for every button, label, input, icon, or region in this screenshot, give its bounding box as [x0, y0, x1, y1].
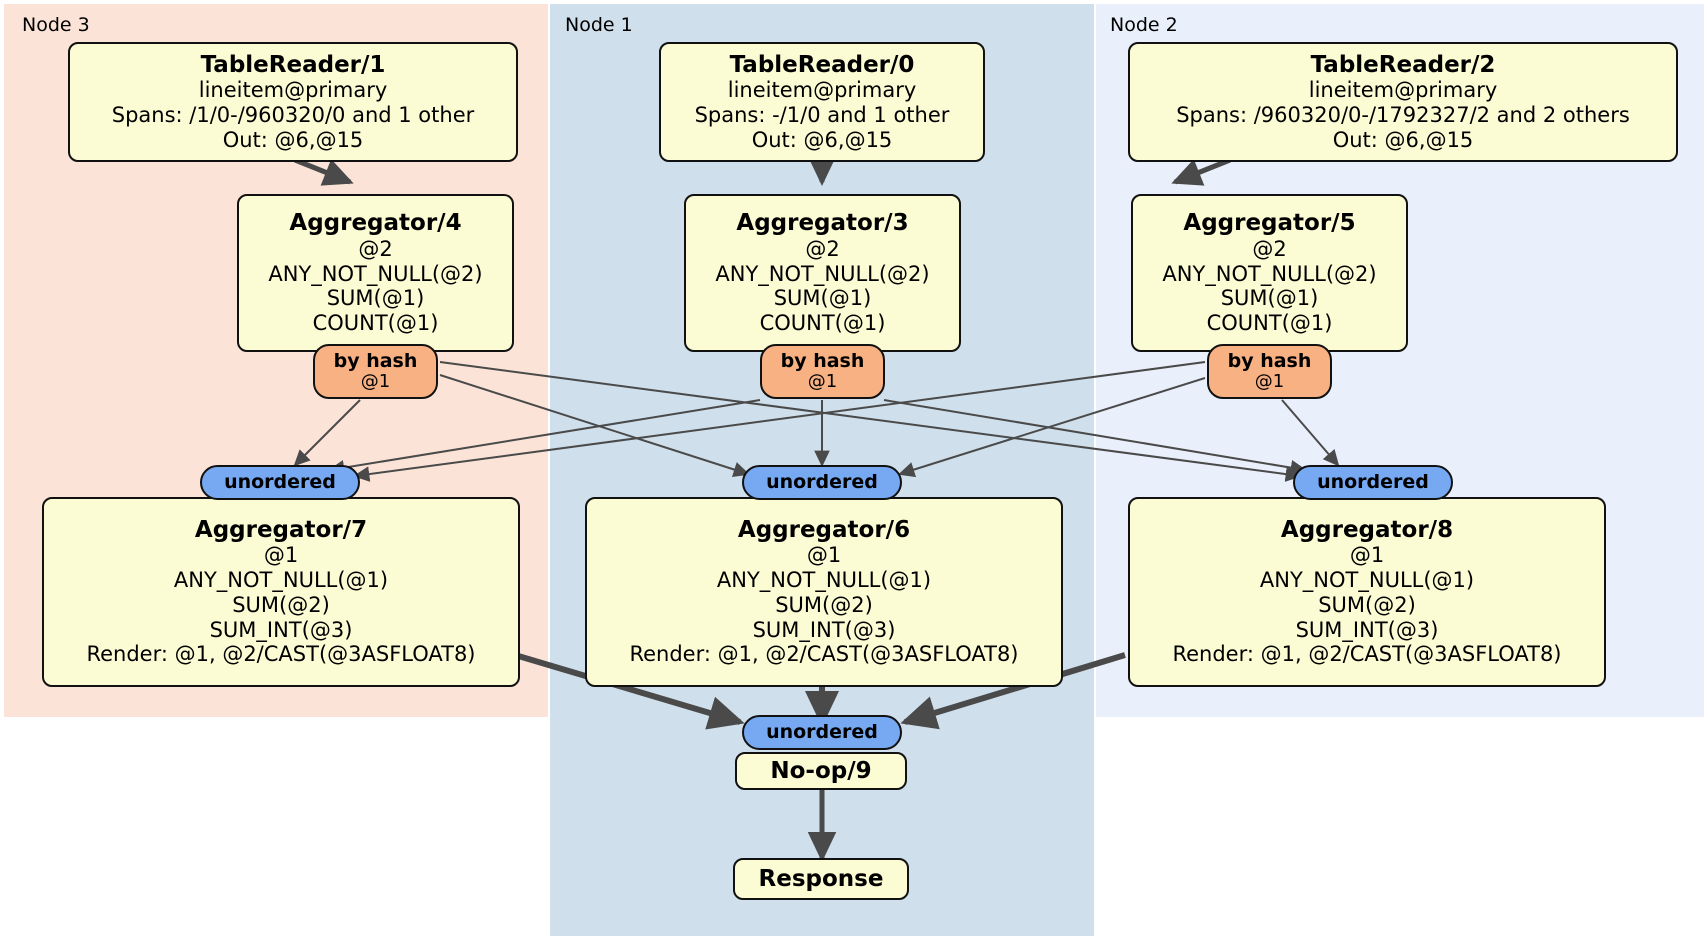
processor-title: TableReader/2 [1310, 51, 1496, 78]
processor-line: @2 [358, 236, 393, 261]
processor-line: SUM_INT(@3) [752, 617, 896, 642]
processor-table-reader-1[interactable]: TableReader/1 lineitem@primary Spans: /1… [68, 42, 518, 162]
processor-line: @1 [806, 543, 842, 568]
synchronizer-label: unordered [766, 720, 878, 743]
processor-title: Aggregator/3 [736, 210, 909, 237]
processor-line: SUM_INT(@3) [209, 617, 353, 642]
processor-line: lineitem@primary [198, 78, 388, 103]
processor-line: COUNT(@1) [312, 311, 439, 336]
synchronizer-unordered-mid[interactable]: unordered [742, 465, 902, 500]
router-detail: @1 [360, 371, 391, 393]
processor-line: lineitem@primary [727, 78, 917, 103]
processor-line: ANY_NOT_NULL(@2) [715, 261, 930, 286]
processor-line: Render: @1, @2/CAST(@3ASFLOAT8) [629, 642, 1019, 667]
processor-title: TableReader/1 [200, 51, 386, 78]
router-detail: @1 [807, 371, 838, 393]
synchronizer-label: unordered [1317, 470, 1429, 493]
node-label-node2: Node 2 [1110, 14, 1178, 36]
processor-title: Aggregator/4 [289, 210, 462, 237]
processor-title: Aggregator/5 [1183, 210, 1356, 237]
processor-line: Spans: /1/0-/960320/0 and 1 other [111, 102, 475, 127]
processor-line: Out: @6,@15 [222, 127, 364, 152]
processor-line: ANY_NOT_NULL(@1) [716, 568, 932, 593]
processor-line: lineitem@primary [1308, 78, 1498, 103]
processor-title: Aggregator/8 [1280, 516, 1454, 543]
processor-line: SUM(@1) [773, 286, 872, 311]
processor-no-op-9[interactable]: No-op/9 [735, 752, 907, 790]
node-label-node3: Node 3 [22, 14, 90, 36]
processor-line: SUM(@2) [1318, 592, 1416, 617]
processor-aggregator-7[interactable]: Aggregator/7 @1 ANY_NOT_NULL(@1) SUM(@2)… [42, 497, 520, 687]
processor-response[interactable]: Response [733, 858, 909, 900]
processor-line: @1 [263, 543, 299, 568]
router-by-hash-aggregator-4[interactable]: by hash @1 [313, 344, 438, 399]
processor-line: SUM_INT(@3) [1295, 617, 1439, 642]
router-by-hash-aggregator-3[interactable]: by hash @1 [760, 344, 885, 399]
processor-aggregator-8[interactable]: Aggregator/8 @1 ANY_NOT_NULL(@1) SUM(@2)… [1128, 497, 1606, 687]
router-title: by hash [1227, 349, 1312, 372]
router-by-hash-aggregator-5[interactable]: by hash @1 [1207, 344, 1332, 399]
processor-line: SUM(@1) [326, 286, 425, 311]
synchronizer-label: unordered [224, 470, 336, 493]
processor-title: Aggregator/7 [194, 516, 368, 543]
processor-line: Out: @6,@15 [751, 127, 893, 152]
synchronizer-unordered-right[interactable]: unordered [1293, 465, 1453, 500]
processor-line: SUM(@2) [775, 592, 873, 617]
router-title: by hash [333, 349, 418, 372]
processor-title: Aggregator/6 [737, 516, 911, 543]
processor-aggregator-4[interactable]: Aggregator/4 @2 ANY_NOT_NULL(@2) SUM(@1)… [237, 194, 514, 352]
processor-line: COUNT(@1) [759, 311, 886, 336]
processor-line: SUM(@1) [1220, 286, 1319, 311]
processor-line: SUM(@2) [232, 592, 330, 617]
processor-aggregator-3[interactable]: Aggregator/3 @2 ANY_NOT_NULL(@2) SUM(@1)… [684, 194, 961, 352]
processor-line: Out: @6,@15 [1332, 127, 1474, 152]
processor-table-reader-2[interactable]: TableReader/2 lineitem@primary Spans: /9… [1128, 42, 1678, 162]
processor-line: Spans: -/1/0 and 1 other [694, 102, 950, 127]
synchronizer-unordered-left[interactable]: unordered [200, 465, 360, 500]
synchronizer-unordered-final[interactable]: unordered [742, 715, 902, 750]
processor-aggregator-5[interactable]: Aggregator/5 @2 ANY_NOT_NULL(@2) SUM(@1)… [1131, 194, 1408, 352]
synchronizer-label: unordered [766, 470, 878, 493]
node-label-node1: Node 1 [565, 14, 633, 36]
processor-title: Response [758, 865, 884, 892]
processor-line: @2 [1252, 236, 1287, 261]
processor-line: @1 [1349, 543, 1385, 568]
processor-line: ANY_NOT_NULL(@1) [1259, 568, 1475, 593]
processor-line: @2 [805, 236, 840, 261]
processor-title: No-op/9 [770, 757, 872, 784]
router-detail: @1 [1254, 371, 1285, 393]
processor-line: COUNT(@1) [1206, 311, 1333, 336]
processor-table-reader-0[interactable]: TableReader/0 lineitem@primary Spans: -/… [659, 42, 985, 162]
processor-line: ANY_NOT_NULL(@2) [268, 261, 483, 286]
router-title: by hash [780, 349, 865, 372]
processor-line: Render: @1, @2/CAST(@3ASFLOAT8) [1172, 642, 1562, 667]
processor-line: ANY_NOT_NULL(@2) [1162, 261, 1377, 286]
processor-aggregator-6[interactable]: Aggregator/6 @1 ANY_NOT_NULL(@1) SUM(@2)… [585, 497, 1063, 687]
processor-line: ANY_NOT_NULL(@1) [173, 568, 389, 593]
processor-line: Render: @1, @2/CAST(@3ASFLOAT8) [86, 642, 476, 667]
processor-title: TableReader/0 [729, 51, 915, 78]
processor-line: Spans: /960320/0-/1792327/2 and 2 others [1176, 102, 1630, 127]
